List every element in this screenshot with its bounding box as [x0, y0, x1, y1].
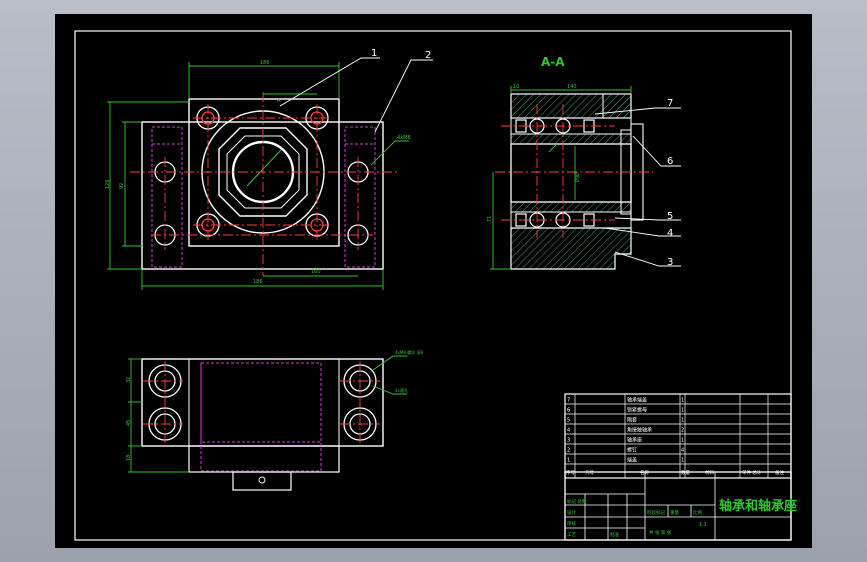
bom-row-name: 角接触轴承	[627, 427, 652, 434]
bottom-note-1: 4xM8 螺纹 深8	[395, 349, 423, 355]
bom-row-qty: 1	[681, 458, 684, 464]
part-number-4: 4	[667, 228, 673, 239]
part-number-2: 2	[425, 50, 431, 61]
section-dim-bore: Ø60	[573, 172, 580, 182]
tb-weight: 重量	[670, 509, 679, 516]
lock-nut-octagon	[218, 127, 308, 217]
bom-row-qty: 4	[681, 448, 684, 454]
dim-total-width: 186	[253, 279, 263, 285]
bottom-dim-h3: 18	[126, 455, 132, 461]
section-view: A-A	[487, 55, 681, 270]
part-number-3: 3	[667, 257, 673, 268]
bom-row-name: 螺钉	[627, 447, 637, 454]
bom-row-no: 5	[567, 418, 570, 424]
title-text: 轴承和轴承座	[719, 498, 797, 514]
drawing-canvas[interactable]: 186 186 160 126 92 A 4xM8 1 2 A-A	[55, 14, 812, 548]
center-mark: A	[277, 98, 281, 104]
bottom-view: 32 45 18 4xM8 螺纹 深8 4x通孔	[126, 349, 423, 491]
drawing-frame	[74, 30, 792, 541]
section-label: A-A	[541, 55, 565, 69]
section-dim-height: 71	[487, 216, 493, 222]
bom-row-name: 轴承座	[627, 437, 642, 444]
bom-row-no: 7	[567, 398, 570, 404]
bottom-dim-h2: 45	[126, 420, 132, 426]
part-number-7: 7	[667, 98, 673, 109]
bom-row-no: 6	[567, 408, 570, 414]
tb-marks: 标记 处数	[567, 498, 587, 505]
bom-row-name: 端盖	[627, 457, 637, 464]
tb-approve: 批准	[610, 531, 619, 538]
tb-scale: 比例	[693, 509, 702, 516]
bom-row-qty: 1	[681, 398, 684, 404]
front-view: 186 186 160 126 92 A 4xM8 1 2	[105, 48, 433, 290]
flange-outline	[188, 98, 340, 247]
title-block: 轴承和轴承座 标记 处数 设计 审核 工艺 批准 阶段标记 重量 比例 1:1 …	[564, 471, 797, 541]
part-number-5: 5	[667, 211, 673, 222]
tb-design: 设计	[567, 509, 576, 516]
tb-stage: 阶段标记	[647, 509, 665, 516]
bom-row-qty: 1	[681, 408, 684, 414]
bom-row-no: 4	[567, 428, 570, 434]
dim-left-height: 126	[105, 179, 111, 189]
tb-scale-value: 1:1	[699, 522, 707, 528]
tb-check: 审核	[567, 520, 576, 527]
base-outline	[141, 121, 384, 270]
bom-row-qty: 1	[681, 438, 684, 444]
bom-row-qty: 1	[681, 418, 684, 424]
bom-row-name: 轴承端盖	[627, 397, 647, 404]
part-number-1: 1	[371, 48, 377, 59]
drawing-sheet[interactable]: 186 186 160 126 92 A 4xM8 1 2 A-A	[55, 14, 812, 548]
bom-row-name: 隔套	[627, 417, 637, 424]
bom-row-no: 1	[567, 458, 570, 464]
dim-inner-height: 92	[119, 183, 125, 189]
bottom-dim-h1: 32	[126, 377, 132, 383]
tb-process: 工艺	[567, 532, 576, 538]
tb-sheet: 共 张 第 张	[649, 529, 672, 536]
bom-row-name: 锁紧螺母	[627, 407, 647, 414]
dim-bottom-width: 160	[311, 269, 321, 275]
bom-row-qty: 2	[681, 428, 684, 434]
bom-row-no: 2	[567, 448, 570, 454]
dim-top-width: 186	[260, 60, 270, 66]
front-hole-note: 4xM8	[397, 135, 411, 141]
bottom-note-2: 4x通孔	[395, 387, 408, 393]
section-dim-left: 10	[513, 84, 519, 90]
section-dim-width: 140	[567, 84, 577, 90]
bom-row-no: 3	[567, 438, 570, 444]
part-number-6: 6	[667, 156, 673, 167]
